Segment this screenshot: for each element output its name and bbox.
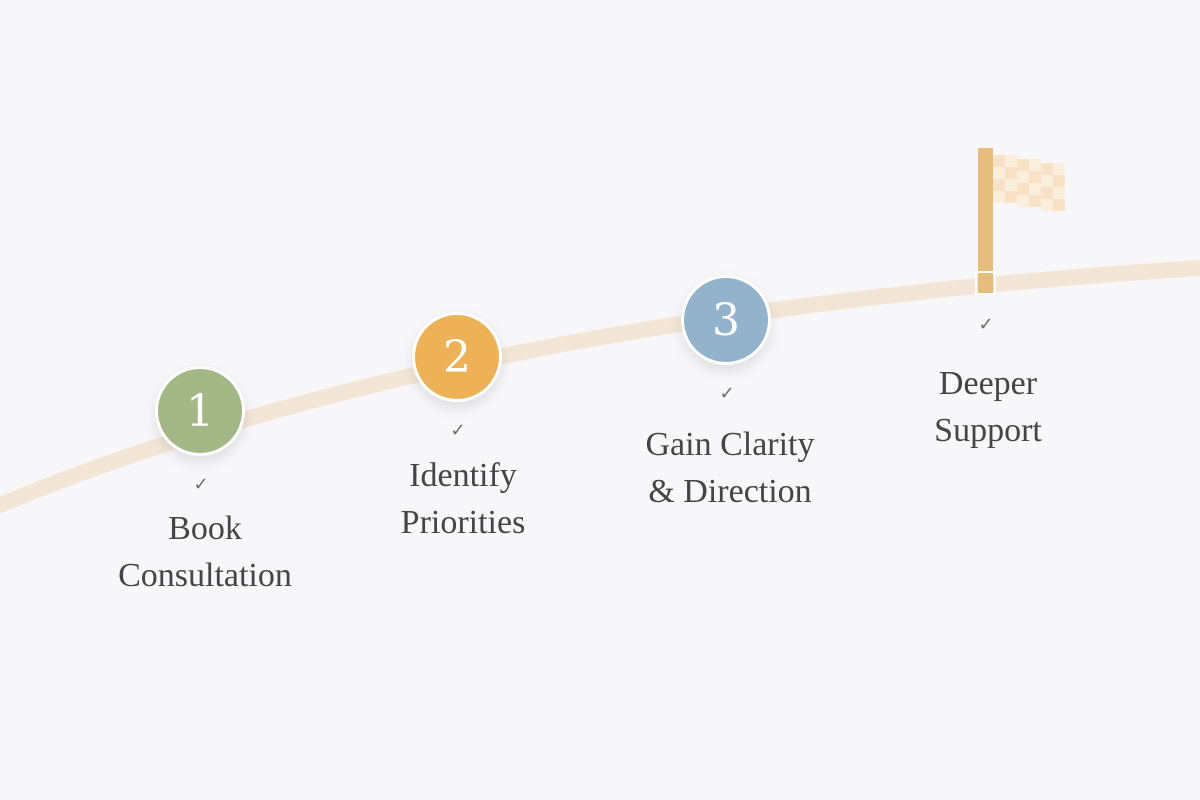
label-line: & Direction bbox=[648, 473, 812, 510]
step-2-badge: 2 bbox=[412, 312, 502, 402]
check-icon: ✓ bbox=[719, 383, 735, 404]
step-2-label: Identify Priorities bbox=[313, 452, 613, 546]
label-line: Support bbox=[934, 412, 1042, 449]
check-icon: ✓ bbox=[978, 314, 994, 335]
checkered-flag-icon bbox=[975, 148, 1065, 295]
label-line: Book bbox=[168, 510, 242, 547]
check-icon: ✓ bbox=[193, 474, 209, 495]
check-icon: ✓ bbox=[450, 420, 466, 441]
step-3-badge: 3 bbox=[681, 275, 771, 365]
label-line: Deeper bbox=[938, 365, 1038, 402]
label-line: Identify bbox=[409, 457, 517, 494]
step-1-label: Book Consultation bbox=[55, 505, 355, 599]
label-line: Priorities bbox=[400, 504, 526, 541]
step-3-label: Gain Clarity & Direction bbox=[580, 421, 880, 515]
label-line: Gain Clarity bbox=[645, 426, 815, 463]
label-line: Consultation bbox=[118, 557, 292, 594]
step-1-badge: 1 bbox=[155, 366, 245, 456]
goal-label: Deeper Support bbox=[838, 360, 1138, 454]
